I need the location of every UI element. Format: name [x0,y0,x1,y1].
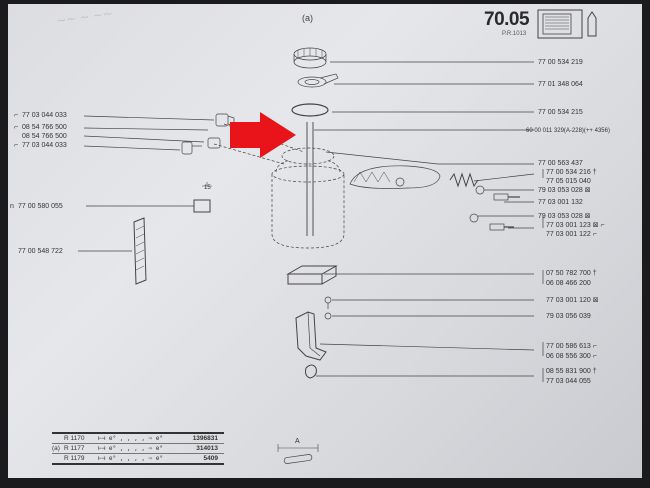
part-77-00-548-722: 77 00 548 722 [18,248,63,255]
washer-upper [475,185,485,195]
bolt-lower [489,223,514,231]
catalog-page: ∼∼ ∼ ∼∼ (a) 70.05 P.R.1013 [8,4,642,478]
reservoir-cap [293,47,327,69]
part-79-03-053-028-a: 79 03 053 028 ⊠ [538,187,591,194]
reservoir-icon [537,9,597,39]
dimension-label: 15 [204,185,211,191]
part-79-03-053-028-b: 79 03 053 028 ⊠ [538,213,591,220]
washer-small [324,312,332,320]
part-79-03-056-039: 79 03 056 039 [546,313,591,320]
part-77-03-044-033-top: 77 03 044 033 [22,112,67,119]
seal-ring [291,103,329,117]
part-77-00-534-216: 77 00 534 216 † [546,169,597,176]
table-row: (a) R 1177 ⊢⊣ e° , , , , ⇨ e° 314013 [52,444,224,454]
screw [324,296,332,309]
part-08-54-766-500-a: 08 54 766 500 [22,124,67,131]
hose-clip-lower [181,137,221,155]
part-77-03-001-132: 77 03 001 132 [538,199,583,206]
sheet-number: 70.05 [484,9,530,30]
part-07-50-782-700: 07 50 782 700 † [546,270,597,277]
part-08-55-831-900: 08 55 831 900 † [546,368,597,375]
part-77-01-348-064: 77 01 348 064 [538,81,583,88]
filler-neck-with-pipe [297,73,339,88]
mounting-pad [286,265,338,285]
serial-reference-table: R 1170 ⊢⊣ e° , , , , ⇨ e° 1396831 (a) R … [52,432,224,465]
part-77-03-044-033-bottom: 77 03 044 033 [22,142,67,149]
part-60-00-011-329: 60 00 011 329(A-228)(++ 4356) [526,128,610,134]
inset-pin-detail [277,444,319,464]
pump-spring [349,165,441,189]
part-77-03-001-123: 77 03 001 123 ⊠ ⌐ [546,222,605,229]
coil-spring [449,172,479,188]
part-77-00-580-055: 77 00 580 055 [18,203,63,210]
left-marker-4: n [10,203,14,210]
part-08-54-766-500-b: 08 54 766 500 [22,133,67,140]
sheet-sub-number: P.R.1013 [502,31,527,37]
part-06-08-466-200: 06 08 466 200 [546,280,591,287]
washer-lower [469,213,479,223]
part-77-03-001-120: 77 03 001 120 ⊠ [546,297,599,304]
part-77-05-015-040: 77 05 015 040 [546,178,591,185]
clip-nut [305,364,317,379]
table-row: R 1179 ⊢⊣ e° , , , , ⇨ e° 5409 [64,455,218,462]
sheet-label: (a) [302,13,313,23]
part-06-08-556-300: 06 08 556 300 ⌐ [546,353,597,360]
rubber-strap [133,217,147,285]
support-bracket [295,311,327,361]
part-77-00-534-219: 77 00 534 219 [538,59,583,66]
left-marker-2: ⌐ [14,124,19,131]
part-77-03-044-055: 77 03 044 055 [546,378,591,385]
exploded-parts-diagram [78,9,597,464]
dip-tube [306,122,314,236]
left-marker-3: ⌐ [14,142,19,149]
part-77-00-534-215: 77 00 534 215 [538,109,583,116]
part-77-00-563-437: 77 00 563 437 [538,160,583,167]
small-connector-block [193,182,212,213]
part-77-03-001-122: 77 03 001 122 ⌐ [546,231,597,238]
inset-label: A [295,438,300,445]
pointer-arrow [230,112,296,158]
left-marker-1: ⌐ [14,112,19,119]
part-77-00-586-613: 77 00 586 613 ⌐ [546,343,597,350]
bolt-upper [493,193,520,201]
table-row: R 1170 ⊢⊣ e° , , , , ⇨ e° 1396831 [52,434,224,444]
fluid-reservoir-outline [271,147,345,249]
